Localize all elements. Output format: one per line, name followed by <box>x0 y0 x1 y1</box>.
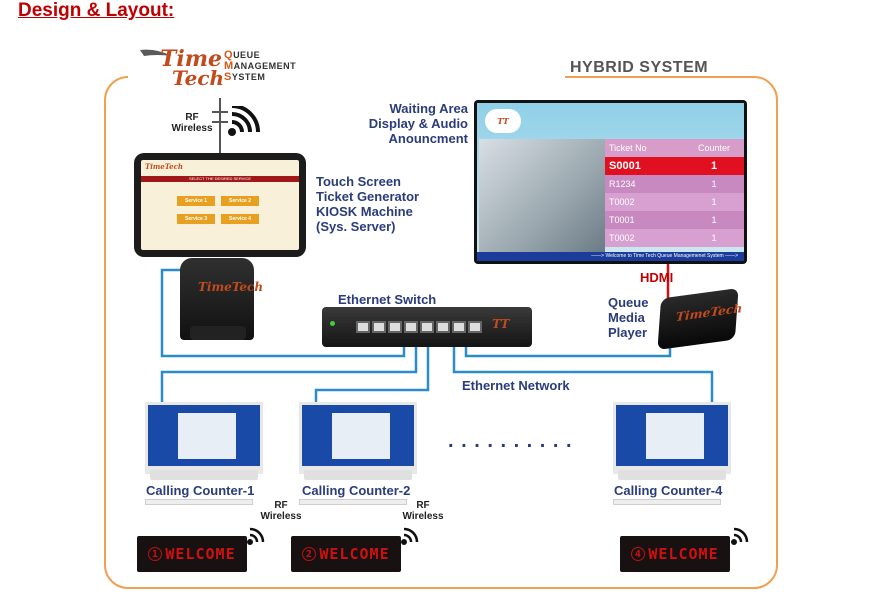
display-photo <box>479 139 605 252</box>
switch-port <box>436 321 450 333</box>
waiting-area-label: Waiting Area Display & Audio Anouncment <box>368 101 468 146</box>
switch-port <box>452 321 466 333</box>
kiosk-service-button[interactable]: Service 3 <box>177 214 215 224</box>
kiosk-label: Touch Screen Ticket Generator KIOSK Mach… <box>316 174 420 234</box>
counter-1-monitor <box>145 402 263 474</box>
counter-2-monitor <box>299 402 417 474</box>
media-player-label: Queue Media Player <box>608 295 649 340</box>
wireless-signal-icon <box>247 527 265 545</box>
page-heading: Design & Layout: <box>18 0 175 21</box>
kiosk-service-button[interactable]: Service 4 <box>221 214 259 224</box>
switch-port <box>468 321 482 333</box>
kiosk-touch-screen: TimeTech SELECT THE DESIRED SERVICE Serv… <box>134 153 306 257</box>
switch-port <box>372 321 386 333</box>
kiosk-service-button[interactable]: Service 2 <box>221 196 259 206</box>
counter-2-label: Calling Counter-2 <box>302 483 411 498</box>
logo-swoosh-icon <box>140 49 172 56</box>
counter-4-label: Calling Counter-4 <box>614 483 723 498</box>
logo-word-tech: Tech <box>172 66 225 90</box>
kiosk-base <box>190 326 246 340</box>
counter-4-monitor <box>613 402 731 474</box>
switch-logo: TT <box>492 317 510 331</box>
logo-tagline: QUEUE MANAGEMENT SYSTEM <box>224 49 297 83</box>
ethernet-switch-label: Ethernet Switch <box>338 292 437 307</box>
logo-word-time: Time <box>160 46 223 72</box>
switch-port <box>388 321 402 333</box>
player-logo: TimeTech <box>675 301 743 325</box>
switch-port <box>356 321 370 333</box>
switch-port <box>420 321 434 333</box>
display-logo: TT <box>485 109 521 133</box>
hdmi-label: HDMI <box>640 270 674 285</box>
kiosk-service-button[interactable]: Service 1 <box>177 196 215 206</box>
brand-logo: Time Tech QUEUE MANAGEMENT SYSTEM <box>138 44 318 96</box>
ethernet-switch: TT <box>322 307 532 347</box>
wireless-signal-icon <box>228 106 260 136</box>
wireless-signal-icon <box>401 527 419 545</box>
counter-1-label: Calling Counter-1 <box>146 483 255 498</box>
display-ticker: ——> Welcome to Time Tech Queue Managemen… <box>477 252 744 261</box>
wireless-signal-icon <box>731 527 749 545</box>
system-type-label: HYBRID SYSTEM <box>570 59 709 76</box>
kiosk-title-bar: SELECT THE DESIRED SERVICE <box>141 176 299 182</box>
kiosk-logo: TimeTech <box>145 162 183 171</box>
kiosk-stand-logo: TimeTech <box>198 280 264 294</box>
more-counters-dots: . . . . . . . . . . <box>448 430 573 452</box>
ethernet-network-label: Ethernet Network <box>462 378 570 393</box>
switch-port <box>404 321 418 333</box>
power-led-icon <box>330 321 335 326</box>
